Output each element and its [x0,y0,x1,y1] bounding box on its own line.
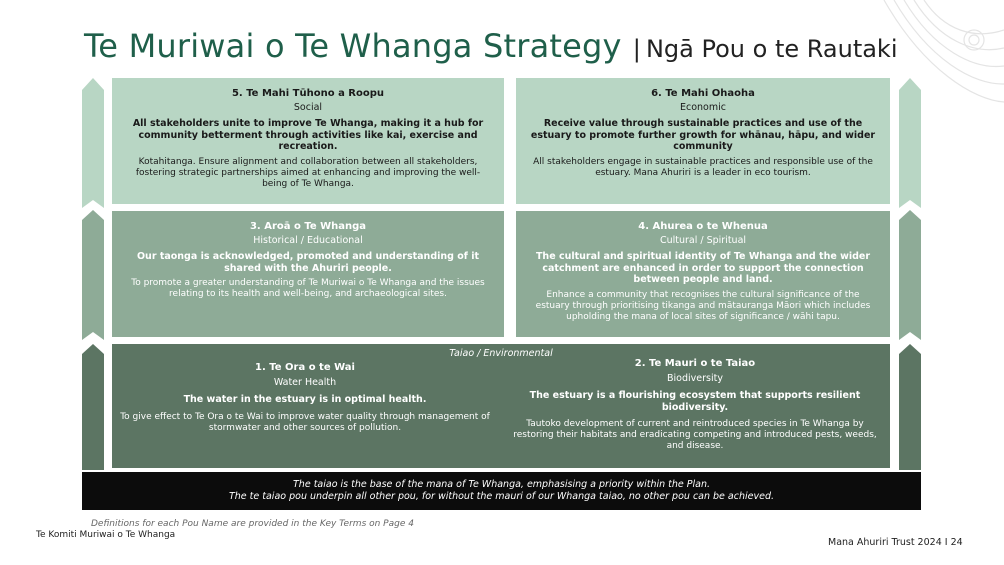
pou-description: To promote a greater understanding of Te… [131,278,485,299]
pou-category: Biodiversity [667,373,723,384]
pou-category: Cultural / Spiritual [659,235,747,246]
pou-category: Water Health [273,377,337,388]
banner-line-1: The taiao is the base of the mana of Te … [293,479,710,490]
footer-organisation: Te Komiti Muriwai o Te Whanga [36,530,176,540]
pou-goal: The water in the estuary is in optimal h… [183,394,427,405]
left-pillar [82,78,104,470]
pou-goal: The estuary is a flourishing ecosystem t… [529,390,861,413]
pou-category: Historical / Educational [253,235,363,246]
pou-panel-cultural: 4. Ahurea o te Whenua Cultural / Spiritu… [516,211,890,337]
pou-name: 4. Ahurea o te Whenua [638,221,768,232]
pou-biodiversity: 2. Te Mauri o te Taiao Biodiversity The … [510,358,880,452]
pou-name: 5. Te Mahi Tūhono a Roopu [231,88,385,99]
pou-water-health: 1. Te Ora o te Wai Water Health The wate… [118,362,492,434]
right-pillar [899,78,921,470]
banner-line-2: The te taiao pou underpin all other pou,… [228,491,774,502]
koru-pattern-decoration [883,0,1004,103]
pou-name: 2. Te Mauri o te Taiao [634,358,756,369]
pou-goal: Our taonga is acknowledged, promoted and… [136,251,480,274]
pou-description: Enhance a community that recognises the … [535,289,871,322]
pou-goal: Receive value through sustainable practi… [530,118,876,152]
foundation-banner: The taiao is the base of the mana of Te … [82,472,921,510]
pou-category: Social [293,102,323,113]
pou-category: Economic [680,102,726,113]
pou-description: To give effect to Te Ora o te Wai to imp… [120,411,490,433]
pou-panel-economic: 6. Te Mahi Ohaoha Economic Receive value… [516,78,890,204]
title-subtitle: Ngā Pou o te Rautaki [645,35,898,63]
pou-goal: The cultural and spiritual identity of T… [535,251,871,285]
definitions-note: Definitions for each Pou Name are provid… [91,519,414,529]
environmental-label: Taiao / Environmental [449,348,553,359]
title-main: Te Muriwai o Te Whanga Strategy [84,27,622,65]
pou-goal: All stakeholders unite to improve Te Wha… [132,118,484,152]
pou-panel-social: 5. Te Mahi Tūhono a Roopu Social All sta… [112,78,504,204]
footer-page-number: Mana Ahuriri Trust 2024 I 24 [828,537,963,548]
pou-description: Tautoko development of current and reint… [513,419,877,451]
pou-name: 6. Te Mahi Ohaoha [651,88,755,99]
pou-panel-historical: 3. Aroā o Te Whanga Historical / Educati… [112,211,504,337]
pou-name: 1. Te Ora o te Wai [255,362,355,373]
page-title: Te Muriwai o Te Whanga Strategy | Ngā Po… [84,27,898,65]
pou-name: 3. Aroā o Te Whanga [249,221,367,232]
pou-description: Kotahitanga. Ensure alignment and collab… [135,156,481,189]
title-separator: | [632,35,641,63]
pou-description: All stakeholders engage in sustainable p… [533,156,873,178]
pou-panel-environmental: Taiao / Environmental 1. Te Ora o te Wai… [112,344,890,468]
